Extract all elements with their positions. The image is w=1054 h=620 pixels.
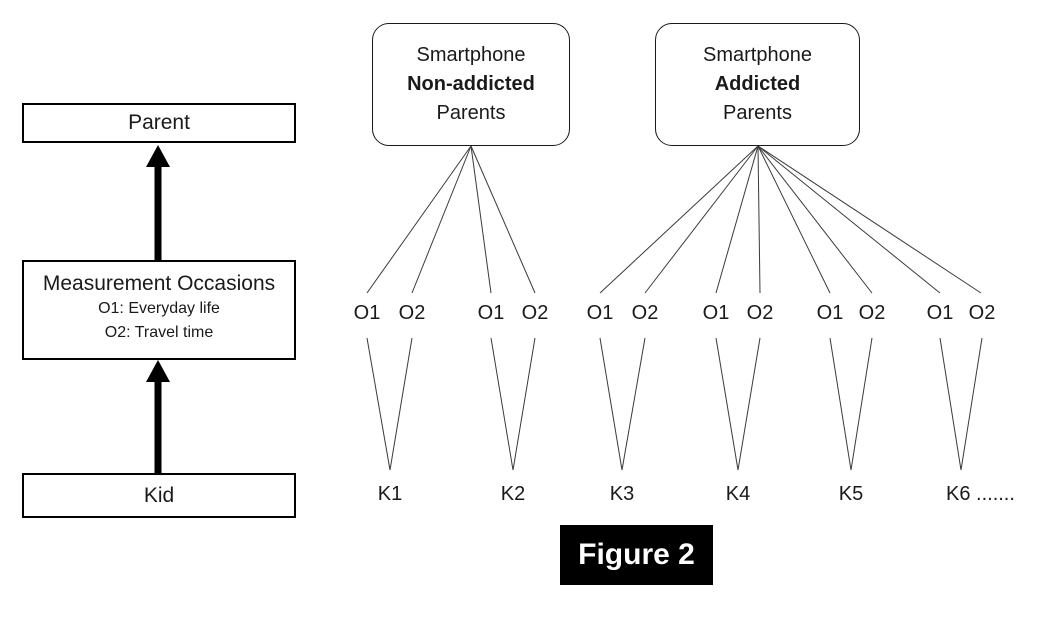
v-lines-kid-1 [366,337,413,471]
occasion-label-o1-pair-3: O1 [586,302,614,324]
connector-line [490,337,514,471]
connector-line [644,145,759,294]
connector-line [599,145,759,294]
v-lines-kid-4 [715,337,761,471]
connector-line [470,145,492,294]
connector-line [411,145,472,294]
connector-line [960,337,983,471]
v-lines-kid-2 [490,337,536,471]
occasion-label-o1-pair-6: O1 [926,302,954,324]
connector-line [757,145,831,294]
group-2-line-1: Smartphone [703,44,812,66]
kid-label-2: K2 [500,483,526,505]
group-2-line-2: Addicted [714,73,801,95]
group-1-line-2: Non-addicted [407,73,535,95]
occasion-label-o2-pair-6: O2 [968,302,996,324]
arrow-head [146,145,170,167]
figure-caption-text: Figure 2 [578,538,695,571]
connector-line [757,145,982,294]
measurement-occasions-box: Measurement Occasions O1: Everyday life … [22,260,296,360]
occasion-label-o2-pair-4: O2 [746,302,774,324]
occasion-label-o1-pair-4: O1 [702,302,730,324]
fan-lines-group-2 [599,145,982,294]
addicted-parents-box: Smartphone Addicted Parents [655,23,860,146]
connector-line [389,337,413,471]
connector-line [470,145,536,294]
measurement-box-title: Measurement Occasions [42,272,276,295]
kid-label-6: K6 ....... [946,483,1015,505]
up-arrow-measurement-to-parent [146,145,170,262]
up-arrow-kid-to-measurement [146,360,170,474]
v-lines-kid-5 [829,337,873,471]
measurement-occasion-2: O2: Travel time [104,324,214,341]
connector-line [939,337,962,471]
figure-caption: Figure 2 [560,525,713,585]
v-lines-kid-3 [599,337,646,471]
v-lines-kid-6 [939,337,983,471]
kid-label-4: K4 [725,483,751,505]
parent-box: Parent [22,103,296,143]
parent-box-label: Parent [128,111,190,134]
non-addicted-parents-box: Smartphone Non-addicted Parents [372,23,570,146]
connector-line [512,337,536,471]
connector-line [366,337,391,471]
fan-lines-group-1 [366,145,536,294]
connector-line [850,337,873,471]
occasion-label-o2-pair-1: O2 [398,302,426,324]
connector-line [715,337,739,471]
connector-line [757,145,761,294]
connector-line [621,337,646,471]
connector-line [715,145,759,294]
occasion-label-o1-pair-1: O1 [353,302,381,324]
measurement-occasion-1: O1: Everyday life [98,300,220,317]
occasion-label-o1-pair-5: O1 [816,302,844,324]
group-2-line-3: Parents [723,102,792,124]
connector-line [829,337,852,471]
kid-label-1: K1 [377,483,403,505]
group-1-line-3: Parents [436,102,506,124]
kid-label-3: K3 [609,483,635,505]
connector-line [737,337,761,471]
connector-line [757,145,941,294]
occasion-label-o2-pair-2: O2 [521,302,549,324]
kid-label-5: K5 [838,483,864,505]
occasion-label-o1-pair-2: O1 [477,302,505,324]
arrow-head [146,360,170,382]
kid-box: Kid [22,473,296,518]
group-1-line-1: Smartphone [416,44,526,66]
connector-line [366,145,472,294]
kid-box-label: Kid [143,483,175,507]
connector-line [599,337,623,471]
occasion-label-o2-pair-3: O2 [631,302,659,324]
connector-line [757,145,873,294]
occasion-label-o2-pair-5: O2 [858,302,886,324]
